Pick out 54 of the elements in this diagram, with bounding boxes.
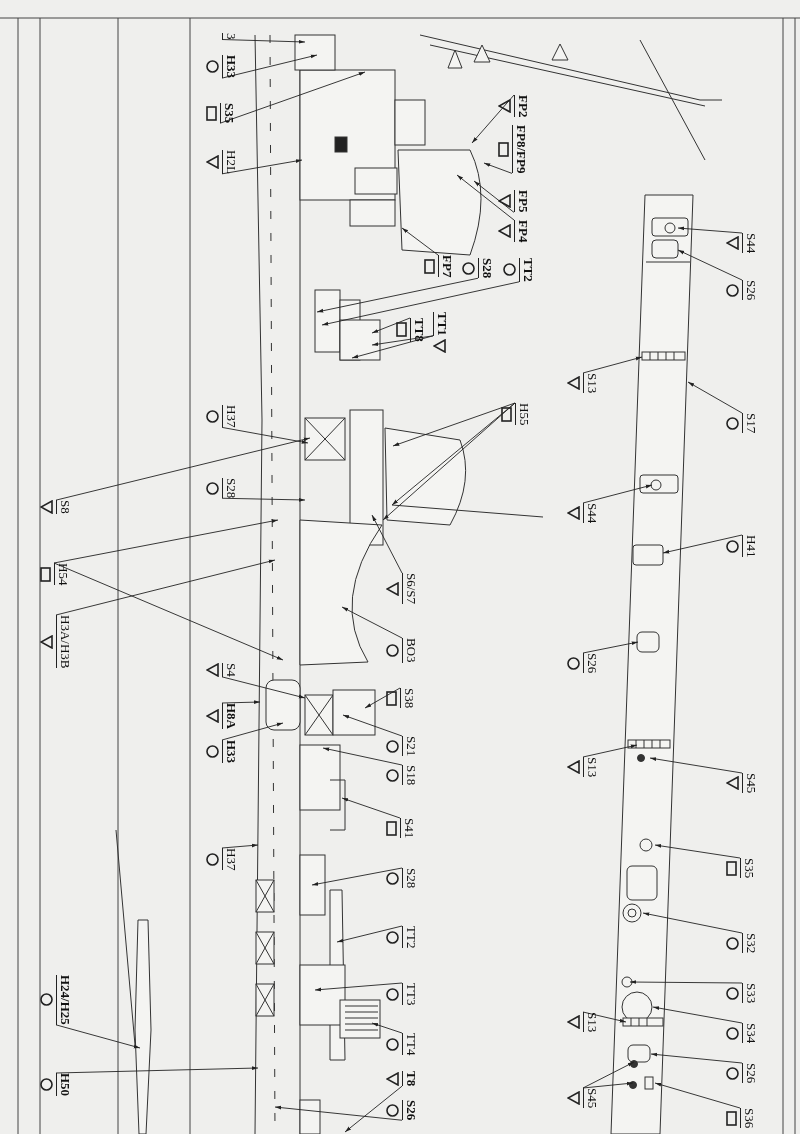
part-label: TT1 (433, 312, 452, 336)
part-label: H41 (742, 535, 761, 558)
part-label: FP7 (438, 255, 457, 278)
part-label: H55 (515, 403, 534, 426)
part-label: S36 (740, 1108, 759, 1129)
part-label: FP8/FP9 (512, 125, 531, 174)
part-label: S4 (222, 663, 241, 677)
part-label: H37 (222, 405, 241, 428)
part-label: S28 (402, 868, 421, 889)
part-label: S41 (400, 818, 419, 839)
part-label: H50 (56, 1073, 75, 1097)
part-label: S26 (742, 280, 761, 301)
part-label: S26 (742, 1063, 761, 1084)
part-label: H33 (222, 55, 241, 79)
part-label: H24/H25 (56, 975, 75, 1025)
part-label: S6/S7 (402, 573, 421, 605)
part-label: S34 (742, 1023, 761, 1044)
part-label: H37 (222, 848, 241, 871)
part-label: S17 (742, 413, 761, 434)
part-label: S28 (222, 478, 241, 499)
part-label: FP4 (514, 220, 533, 243)
part-label: S26 (583, 653, 602, 674)
part-label: S13 (583, 1012, 602, 1033)
part-label: S13 (583, 757, 602, 778)
part-label: H2L (222, 150, 241, 174)
part-label: H54 (54, 563, 73, 586)
part-label: S44 (583, 503, 602, 524)
part-label: 3 (222, 33, 241, 40)
part-label: H3A/H3B (56, 615, 75, 669)
part-label: S45 (742, 773, 761, 794)
part-label: TT2 (402, 926, 421, 949)
part-label: TT2 (519, 258, 538, 282)
part-label: FP5 (514, 190, 533, 213)
part-label: S28 (478, 258, 497, 279)
part-label: S35 (740, 858, 759, 879)
part-label: S45 (583, 1088, 602, 1109)
part-label: FP2 (514, 95, 533, 118)
part-label: S32 (742, 933, 761, 954)
part-label: S35 (220, 103, 239, 124)
part-label: H8A (222, 703, 241, 729)
part-label: TT8 (410, 318, 429, 342)
part-label: S33 (742, 983, 761, 1004)
part-label: T8 (402, 1071, 421, 1087)
part-label: S13 (583, 373, 602, 394)
part-label: TT4 (402, 1033, 421, 1056)
part-label: S44 (742, 233, 761, 254)
part-label: H33 (222, 740, 241, 764)
part-label: S18 (402, 765, 421, 786)
part-label: S21 (402, 736, 421, 757)
part-label: S26 (402, 1100, 421, 1121)
part-label: BO3 (402, 638, 421, 663)
part-label: TT3 (402, 983, 421, 1006)
part-label: S38 (400, 688, 419, 709)
part-label: S8 (56, 500, 75, 514)
